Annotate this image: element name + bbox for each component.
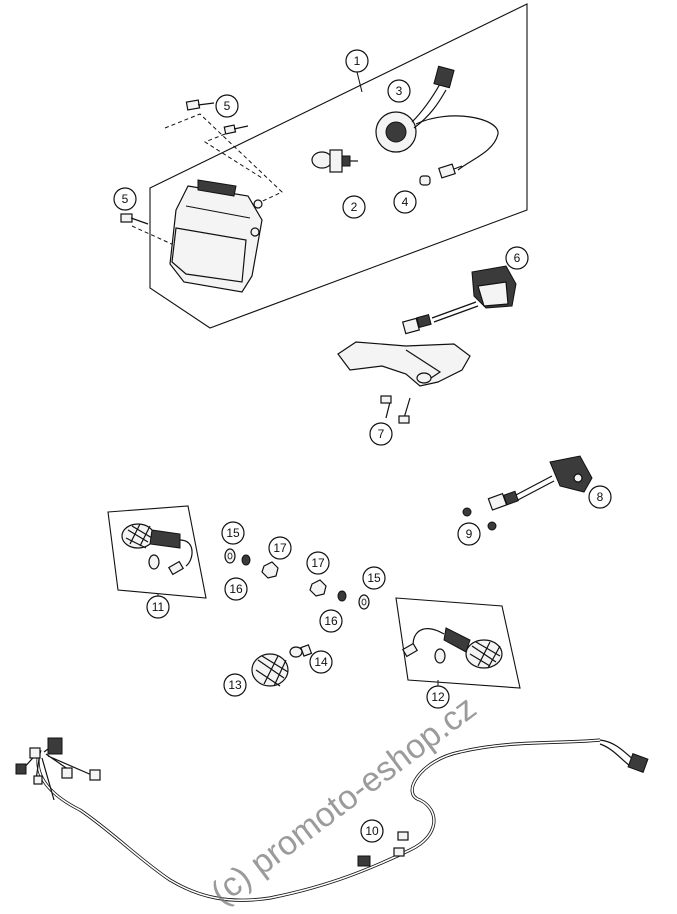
- bolt-upper-2: [223, 124, 249, 135]
- callout-16-left-label: 16: [229, 582, 243, 596]
- callout-6: 6: [505, 246, 529, 270]
- spacer-right: [337, 590, 347, 602]
- washer-right: [358, 594, 370, 610]
- tail-light-bracket: [337, 341, 471, 387]
- bolt-left: [120, 213, 149, 225]
- harness-connector-mid: [357, 855, 371, 867]
- callout-10: 10: [360, 819, 384, 843]
- license-light-cable: [487, 475, 555, 511]
- bolt-upper-1: [185, 99, 215, 111]
- washer-left: [224, 548, 236, 564]
- callout-8: 8: [588, 485, 612, 509]
- callout-5-upper: 5: [215, 94, 239, 118]
- headlight-bulb: [311, 149, 358, 173]
- harness-connectors-left: [15, 737, 101, 801]
- callout-17-right: 17: [306, 551, 330, 575]
- turn-signal-right: [401, 627, 503, 669]
- callout-4-label: 4: [402, 195, 409, 209]
- callout-9-label: 9: [466, 527, 473, 541]
- callout-3-label: 3: [396, 84, 403, 98]
- callout-16-right: 16: [319, 609, 343, 633]
- callout-7: 7: [369, 422, 393, 446]
- callout-2: 2: [342, 195, 366, 219]
- callout-17-left-label: 17: [273, 541, 287, 555]
- headlight-group: [120, 3, 528, 329]
- callout-14: 14: [309, 650, 333, 674]
- license-light-group: [462, 455, 593, 531]
- nut-right: [309, 579, 327, 597]
- tail-light: [471, 261, 519, 309]
- callout-15-right: 15: [362, 566, 386, 590]
- callout-15-left: 15: [221, 521, 245, 545]
- turn-signal-lens: [251, 653, 289, 687]
- callout-15-left-label: 15: [226, 526, 240, 540]
- callout-5-left: 5: [113, 187, 137, 211]
- callout-10-label: 10: [365, 824, 379, 838]
- turn-signal-left: [121, 523, 193, 576]
- callout-11-label: 11: [152, 600, 165, 614]
- callout-16-left: 16: [224, 577, 248, 601]
- callout-9: 9: [457, 522, 481, 546]
- turn-signals-group: [107, 505, 521, 689]
- callout-1: 1: [345, 49, 369, 73]
- bulb-socket: [375, 65, 499, 171]
- callout-1-label: 1: [354, 54, 361, 68]
- license-light-screws: [462, 507, 497, 531]
- parking-bulb: [419, 163, 463, 186]
- callout-16-right-label: 16: [324, 614, 338, 628]
- wiring-harness: [15, 737, 649, 902]
- callout-8-label: 8: [597, 490, 604, 504]
- turn-signal-left-panel: [107, 505, 207, 599]
- callout-17-left: 17: [268, 536, 292, 560]
- callout-13-label: 13: [228, 678, 242, 692]
- callout-6-label: 6: [514, 251, 521, 265]
- turn-signal-bulb: [289, 644, 313, 658]
- callout-11: 11: [146, 595, 170, 619]
- callout-14-label: 14: [314, 655, 328, 669]
- tail-light-group: [337, 261, 519, 424]
- license-plate-light: [549, 455, 593, 493]
- callout-12-label: 12: [431, 690, 445, 704]
- tail-light-cable: [401, 301, 479, 335]
- callout-12: 12: [426, 685, 450, 709]
- harness-connector-right: [627, 753, 649, 773]
- callout-4: 4: [393, 190, 417, 214]
- headlight-housing: [169, 179, 263, 293]
- callout-5-left-label: 5: [122, 192, 129, 206]
- callout-13: 13: [223, 673, 247, 697]
- callout-2-label: 2: [351, 200, 358, 214]
- bracket-screws: [380, 395, 411, 424]
- spacer-left: [241, 554, 251, 566]
- callout-17-right-label: 17: [311, 556, 325, 570]
- headlight-panel: [149, 3, 528, 329]
- callout-7-label: 7: [378, 427, 385, 441]
- callout-5-upper-label: 5: [224, 99, 231, 113]
- callout-15-right-label: 15: [367, 571, 381, 585]
- callout-3: 3: [387, 79, 411, 103]
- nut-left: [261, 561, 279, 579]
